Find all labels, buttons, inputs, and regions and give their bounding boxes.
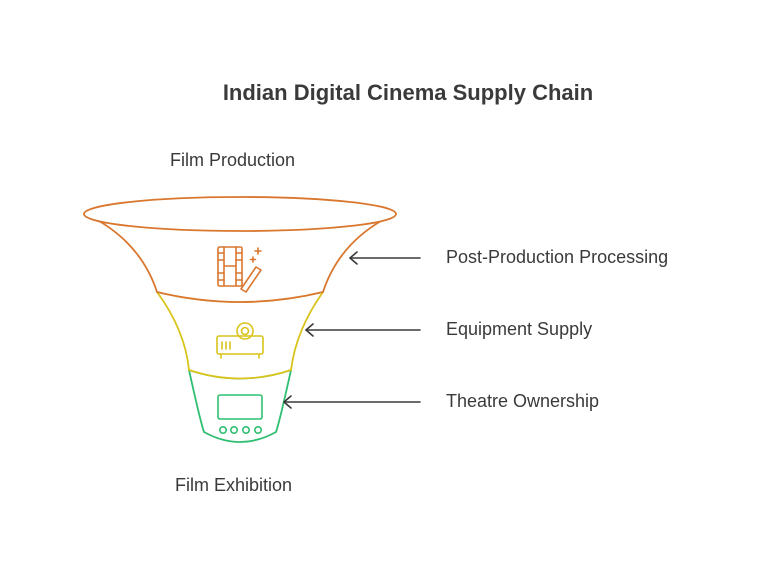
diagram-title: Indian Digital Cinema Supply Chain [222,80,594,105]
stage-label-post-production: Post-Production Processing [446,247,669,267]
arrow-post-production [349,251,421,265]
screen-controls-icon [217,394,263,434]
arrow-equipment-supply [305,323,421,337]
stage-label-theatre-ownership: Theatre Ownership [446,391,600,411]
bottom-label: Film Exhibition [175,475,293,495]
funnel-rim [83,196,397,232]
projector-icon [216,322,264,359]
stage-label-equipment-supply: Equipment Supply [446,319,593,339]
arrow-theatre-ownership [283,395,421,409]
funnel-segment-theatre [188,369,292,443]
film-edit-icon [217,246,262,293]
top-label: Film Production [170,150,296,170]
